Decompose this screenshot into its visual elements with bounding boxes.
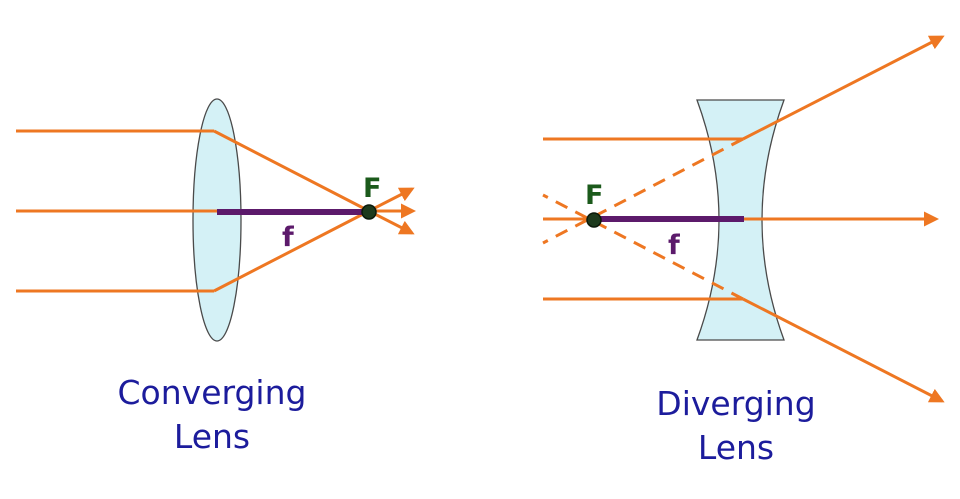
diverging-focal-length-label: f xyxy=(668,230,680,261)
diverging-virtual-ray-bottom xyxy=(542,193,744,301)
converging-caption-line2: Lens xyxy=(173,417,251,456)
diverging-lens-group: F f xyxy=(542,35,945,403)
diverging-focus-label: F xyxy=(585,180,603,211)
converging-refracted-ray-top xyxy=(213,129,415,235)
diverging-focal-point xyxy=(586,212,602,228)
diverging-virtual-ray-top xyxy=(542,137,744,245)
diverging-caption-line2: Lens xyxy=(697,428,775,467)
diverging-refracted-ray-top xyxy=(742,35,945,141)
diverging-refracted-ray-bottom xyxy=(742,297,945,403)
converging-focus-label: F xyxy=(363,173,381,204)
converging-caption-line1: Converging xyxy=(117,373,307,412)
converging-lens xyxy=(192,98,242,342)
converging-focal-point xyxy=(361,204,377,220)
converging-focal-length-label: f xyxy=(282,222,294,253)
converging-lens-group: F f xyxy=(16,98,416,342)
converging-refracted-ray-bottom xyxy=(213,187,415,293)
diverging-lens-caption: Diverging Lens xyxy=(606,382,866,470)
converging-lens-caption: Converging Lens xyxy=(82,371,342,459)
diverging-caption-line1: Diverging xyxy=(656,384,816,423)
